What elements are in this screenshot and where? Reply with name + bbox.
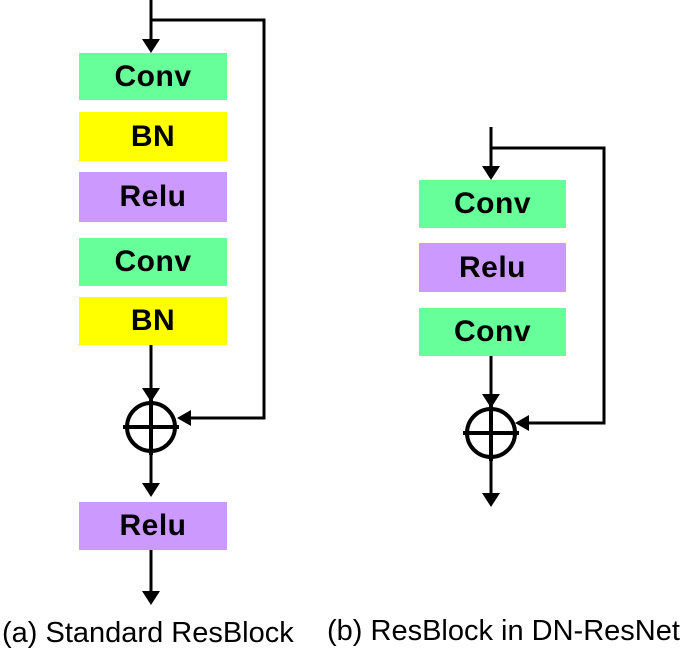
block-conv-1: Conv	[419, 180, 566, 228]
diagram-a-connectors	[123, 0, 266, 605]
arrowhead-icon	[142, 591, 160, 605]
add-node-icon	[123, 399, 179, 455]
block-relu-output: Relu	[79, 502, 227, 550]
block-bn-1: BN	[79, 112, 227, 161]
skip-connection-line	[491, 146, 606, 425]
arrowhead-icon	[515, 415, 529, 431]
skip-connection-line	[151, 18, 266, 420]
arrowhead-icon	[482, 166, 500, 180]
add-node-icon	[463, 405, 519, 461]
arrowhead-icon	[142, 388, 160, 402]
block-relu-1: Relu	[79, 172, 227, 222]
block-conv-2: Conv	[79, 238, 227, 286]
arrowhead-icon	[177, 410, 191, 426]
block-conv-2: Conv	[419, 308, 566, 356]
block-conv-1: Conv	[79, 53, 227, 100]
diagram-b-connectors	[463, 127, 606, 507]
caption-b: (b) ResBlock in DN-ResNet	[327, 615, 680, 647]
arrowhead-icon	[482, 493, 500, 507]
block-bn-2: BN	[79, 297, 227, 345]
arrowhead-icon	[142, 483, 160, 497]
caption-a: (a) Standard ResBlock	[2, 617, 294, 649]
arrowhead-icon	[482, 394, 500, 408]
block-relu-1: Relu	[419, 243, 566, 292]
arrowhead-icon	[142, 39, 160, 53]
